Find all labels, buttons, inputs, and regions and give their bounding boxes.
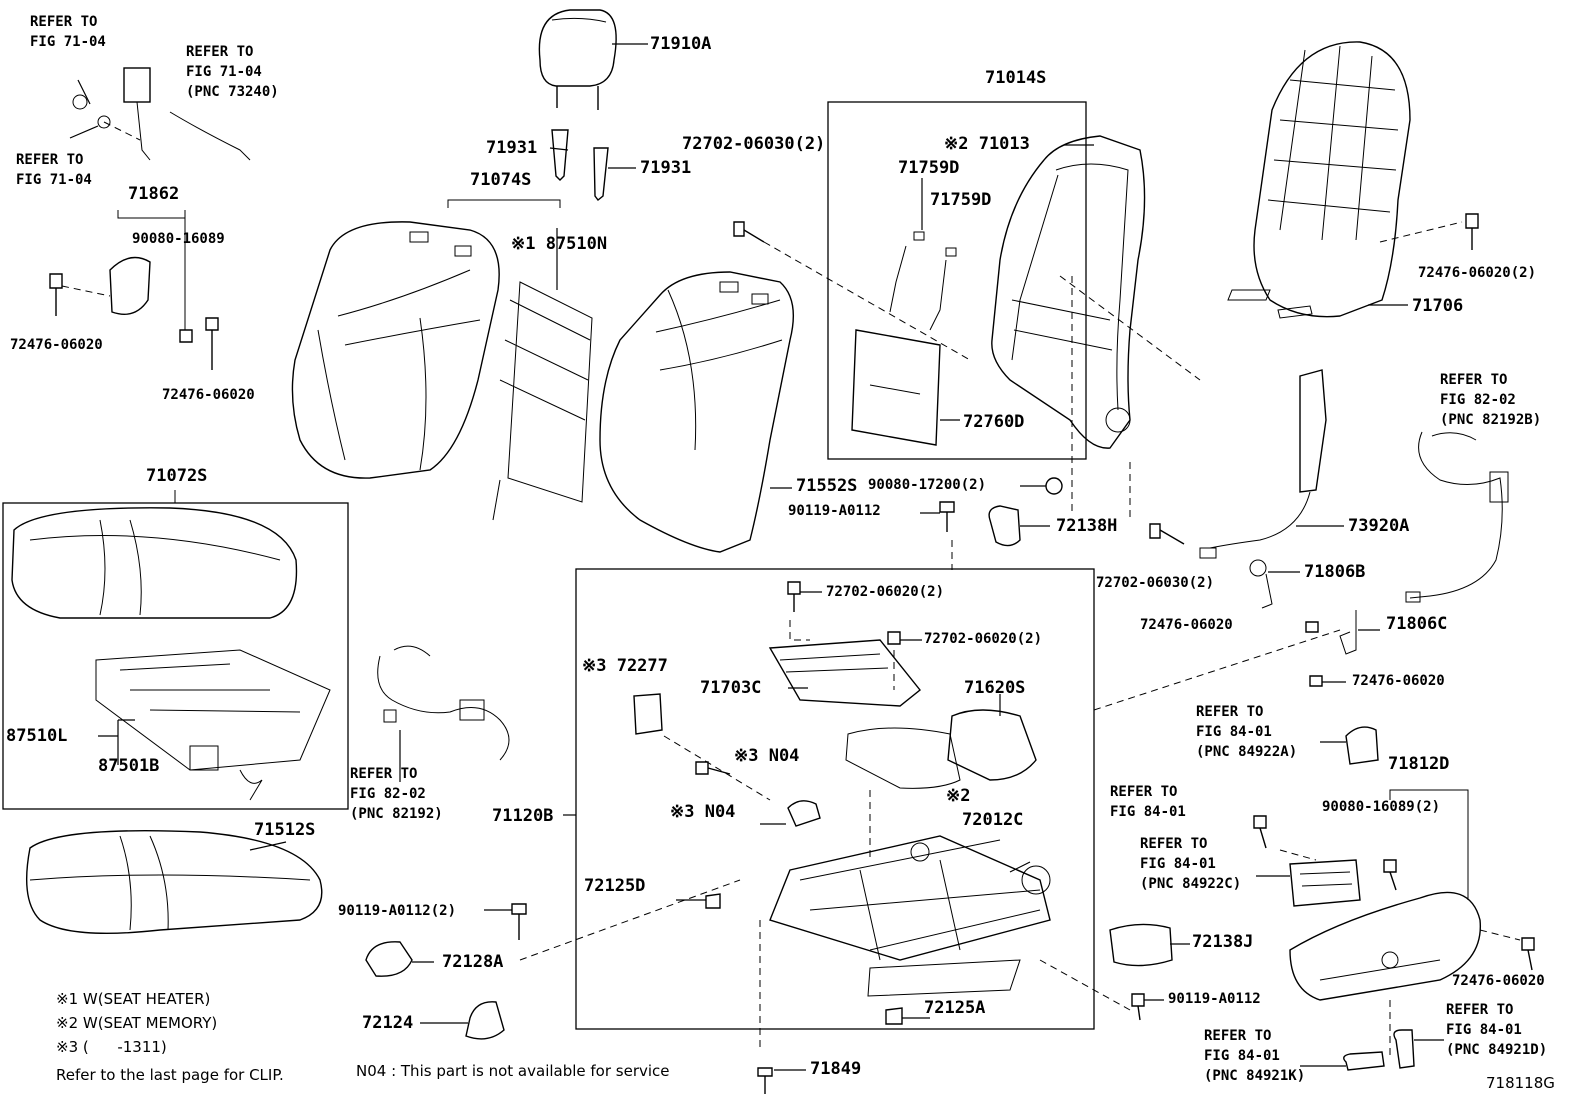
label-72702-06030-b: 72702-06030(2): [1096, 575, 1215, 591]
label-72125d: 72125D: [584, 876, 646, 896]
cushion-fasteners: [365, 879, 741, 1040]
label-72476-06020-e: 72476-06020: [1352, 673, 1445, 689]
cushion-cover-drawing: [11, 490, 298, 619]
bracket-71862-drawing: [49, 210, 219, 370]
label-71706: 71706: [1412, 296, 1464, 316]
label-71014s: 71014S: [985, 68, 1047, 88]
bolt-72702-06030-b: [1129, 462, 1185, 545]
legend-clip-note: Refer to the last page for CLIP.: [56, 1066, 284, 1084]
side-airbag-drawing: [1199, 369, 1344, 559]
label-n04-a: ※3 N04: [734, 746, 800, 766]
label-71120b: 71120B: [492, 806, 554, 826]
label-72476-06020-d: 72476-06020: [1140, 617, 1233, 633]
adjuster-group-box: [575, 568, 1095, 1030]
lumbar-module-drawing: [851, 178, 960, 446]
ref-fig-71-04-a: REFER TO FIG 71-04: [30, 14, 106, 50]
brackets-71806: [1093, 559, 1380, 711]
cushion-pad-drawing: [25, 830, 323, 935]
label-90080-17200: 90080-17200(2): [868, 477, 987, 493]
ref-fig-71-04-b: REFER TO FIG 71-04 (PNC 73240): [186, 44, 279, 100]
label-90119-a0112-c: 90119-A0112: [1168, 991, 1261, 1007]
ref-fig-84-01-d: REFER TO FIG 84-01 (PNC 84921K): [1204, 1028, 1306, 1084]
label-71849: 71849: [810, 1059, 862, 1079]
ref-fig-82-02-a: REFER TO FIG 82-02 (PNC 82192B): [1440, 372, 1542, 428]
label-71759d-b: 71759D: [930, 190, 992, 210]
label-72125a: 72125A: [924, 998, 986, 1018]
label-90080-16089: 90080-16089: [132, 231, 225, 247]
label-72124: 72124: [362, 1013, 414, 1033]
label-71552s: 71552S: [796, 476, 858, 496]
label-71910a: 71910A: [650, 34, 712, 54]
belt-buckle-drawing: [69, 67, 251, 161]
frame-group-box: [827, 101, 1087, 460]
label-72760d: 72760D: [963, 412, 1025, 432]
label-72476-06020-a: 72476-06020: [10, 337, 103, 353]
ref-fig-82-02-b: REFER TO FIG 82-02 (PNC 82192): [350, 766, 443, 822]
cushion-group-box: [2, 502, 349, 810]
label-72476-06020-c: 72476-06020(2): [1418, 265, 1537, 281]
fasteners-mid: [920, 477, 1063, 570]
label-87510l: 87510L: [6, 726, 68, 746]
label-72476-06020-f: 72476-06020: [1452, 973, 1545, 989]
label-71074s: 71074S: [470, 170, 532, 190]
label-n04-b: ※3 N04: [670, 802, 736, 822]
label-71512s: 71512S: [254, 820, 316, 840]
label-71806c: 71806C: [1386, 614, 1448, 634]
label-72012c-mark: ※2: [946, 786, 971, 806]
label-71703c: 71703C: [700, 678, 762, 698]
diagram-id: 718118G: [1486, 1074, 1555, 1092]
ref-fig-84-01-e: REFER TO FIG 84-01 (PNC 84921D): [1446, 1002, 1548, 1058]
label-72702-06020-b: 72702-06020(2): [924, 631, 1043, 647]
headrest-guides: [549, 129, 636, 201]
clip-71849-drawing: [757, 1067, 806, 1094]
label-71072s: 71072S: [146, 466, 208, 486]
label-71862: 71862: [128, 184, 180, 204]
label-90119-a0112-a: 90119-A0112(2): [338, 903, 457, 919]
seatback-cover-drawing: [291, 199, 561, 479]
legend-n04-note: N04 : This part is not available for ser…: [356, 1062, 670, 1080]
label-71812d: 71812D: [1388, 754, 1450, 774]
label-71013: ※2 71013: [944, 134, 1030, 154]
label-71620s: 71620S: [964, 678, 1026, 698]
label-71931-right: 71931: [640, 158, 692, 178]
adjuster-drawing: [563, 581, 1131, 1050]
label-73920a: 73920A: [1348, 516, 1410, 536]
legend-note-2: ※2 W(SEAT MEMORY): [56, 1014, 218, 1032]
cushion-heater-mat: [95, 649, 331, 801]
label-72138j: 72138J: [1192, 932, 1254, 952]
label-72702-06020-a: 72702-06020(2): [826, 584, 945, 600]
bolt-72702-06030-a: [733, 221, 971, 361]
legend-note-1: ※1 W(SEAT HEATER): [56, 990, 211, 1008]
label-71931-left: 71931: [486, 138, 538, 158]
label-72138h: 72138H: [1056, 516, 1118, 536]
legend-note-3: ※3 ( -1311): [56, 1038, 167, 1056]
label-72277: ※3 72277: [582, 656, 668, 676]
label-72702-06030-a: 72702-06030(2): [682, 134, 826, 154]
label-72476-06020-b: 72476-06020: [162, 387, 255, 403]
ref-fig-84-01-c: REFER TO FIG 84-01 (PNC 84922C): [1140, 836, 1242, 892]
ref-fig-71-04-c: REFER TO FIG 71-04: [16, 152, 92, 188]
harness-82192-drawing: [377, 645, 510, 782]
label-90119-a0112-b: 90119-A0112: [788, 503, 881, 519]
ref-fig-84-01-b: REFER TO FIG 84-01: [1110, 784, 1186, 820]
seatback-frame-drawing: [991, 135, 1146, 449]
ref-fig-84-01-a: REFER TO FIG 84-01 (PNC 84922A): [1196, 704, 1298, 760]
side-shield-drawing: [1109, 726, 1535, 1071]
label-71759d-a: 71759D: [898, 158, 960, 178]
label-71806b: 71806B: [1304, 562, 1366, 582]
back-board-drawing: [1227, 41, 1479, 319]
label-87501b: 87501B: [98, 756, 160, 776]
seatback-pad-drawing: [599, 271, 795, 553]
headrest-drawing: [538, 9, 648, 110]
label-72128a: 72128A: [442, 952, 504, 972]
seatback-heater-mat: [492, 228, 593, 521]
harness-82192b-drawing: [1405, 431, 1509, 603]
label-90080-16089-b: 90080-16089(2): [1322, 799, 1441, 815]
label-87510n: ※1 87510N: [511, 234, 608, 254]
label-72012c: 72012C: [962, 810, 1024, 830]
